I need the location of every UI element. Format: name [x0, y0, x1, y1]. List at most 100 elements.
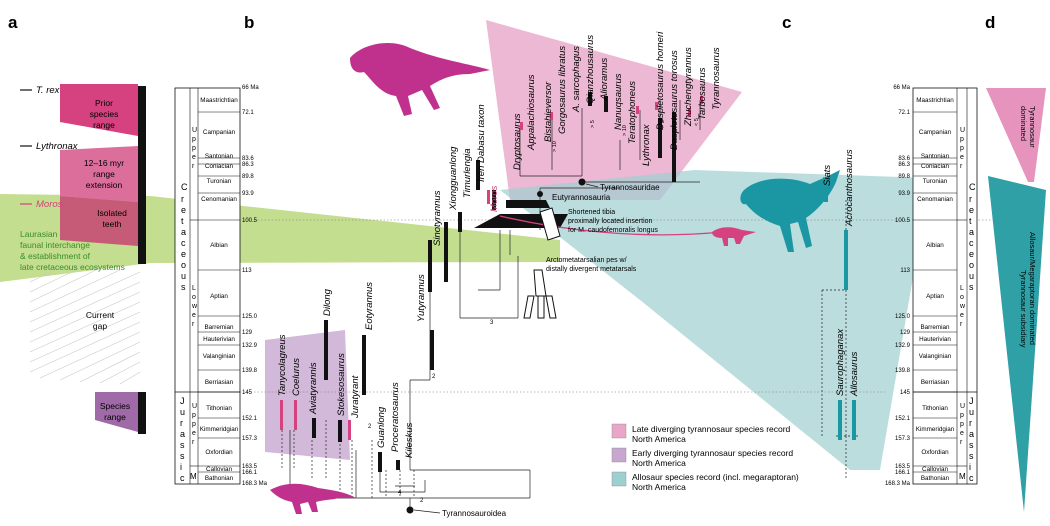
- c-lower-w: w: [959, 303, 966, 310]
- taxon-3: Gorgosaurus libratus: [557, 46, 568, 134]
- period-cret-c: C: [181, 182, 188, 192]
- c-cret-t: t: [969, 216, 972, 226]
- b-stage-aptian: Aptian: [210, 293, 228, 300]
- isolated-line-1: Isolated: [97, 208, 127, 218]
- b-age-6: 113: [242, 268, 252, 274]
- legend-label-0: Late diverging tyrannosaur species recor…: [632, 424, 791, 434]
- c-jupper-e: e: [960, 430, 964, 437]
- taxon-4: A. sarcophagus: [571, 46, 582, 113]
- b-age-8: 129: [242, 330, 253, 336]
- c-age-4: 93.9: [898, 191, 910, 197]
- period-cret-r: r: [181, 194, 184, 204]
- upper-r: r: [192, 163, 195, 170]
- b-stage-barremian: Barremian: [204, 324, 234, 331]
- c-age-3: 89.8: [898, 174, 910, 180]
- panel-label-b: b: [244, 13, 254, 32]
- legend-swatch-2: [611, 471, 627, 487]
- lower-r: r: [192, 321, 195, 328]
- allosaur-silhouette: [740, 170, 840, 252]
- stage-list-b: MaastrichtianCampanianSantonianConiacian…: [198, 97, 258, 482]
- c-jupper-p2: p: [960, 421, 964, 428]
- range-mark-3: > 10: [622, 125, 628, 136]
- magenta-tips: [280, 96, 703, 440]
- taxon-early-4: Stokesosaurus: [336, 353, 347, 416]
- c-stage-maastrichtian: Maastrichtian: [916, 97, 954, 104]
- jupper-r: r: [192, 439, 195, 446]
- taxon-early-9: Kileskus: [404, 422, 415, 458]
- timescale-c: [912, 87, 978, 485]
- b-stage-maastrichtian: Maastrichtian: [200, 97, 238, 104]
- range-extension-box: [60, 146, 138, 202]
- range-marks: > 10 > 5 > 10 > 5 < 5: [552, 118, 700, 152]
- laurasian-line-2: faunal interchange: [20, 240, 90, 250]
- b-stage-oxfordian: Oxfordian: [205, 449, 233, 456]
- period-labels-c: U p p e r C r e t a c e o u s L o w e r …: [959, 127, 976, 483]
- c-lower-e: e: [960, 312, 964, 319]
- taxon-early-8: Proceratosaurus: [390, 382, 401, 452]
- laurasian-line-3: & establishment of: [20, 251, 91, 261]
- legend-label-2: Allosaur species record (incl. megarapto…: [632, 472, 799, 482]
- c-jur-i: i: [969, 462, 971, 472]
- b-stage-callovian: Callovian: [206, 466, 232, 473]
- prior-line-1: Prior: [95, 98, 113, 108]
- c-age-7: 125.0: [895, 314, 911, 320]
- c-jur-u: u: [969, 407, 974, 417]
- c-age-14: 163.5: [895, 464, 911, 470]
- d-allo-2: Tyrannosaur subsidiary: [1019, 270, 1028, 348]
- b-age-7: 125.0: [242, 314, 258, 320]
- jur-u: u: [180, 407, 185, 417]
- c-stage-tithonian: Tithonian: [922, 405, 948, 412]
- taxon-mid-3: Moros: [489, 185, 500, 212]
- late-tyrannosaur-polygon: [486, 20, 742, 200]
- b-age-1: 83.6: [242, 156, 254, 162]
- b-age-10: 139.8: [242, 368, 258, 374]
- node-numbers: 2 3 2 4 2: [368, 320, 494, 504]
- jur-a: a: [180, 429, 185, 439]
- tyrannosauridae-leader: [585, 183, 599, 188]
- b-age-12: 152.1: [242, 416, 258, 422]
- range-mark-5: < 5: [694, 118, 700, 126]
- c-age-1: 83.6: [898, 156, 910, 162]
- upper-u: U: [192, 127, 197, 134]
- c-age-8: 129: [900, 330, 911, 336]
- jur-j: J: [180, 396, 185, 406]
- period-cret-e2: e: [181, 249, 186, 259]
- moros-bar-wedge: [506, 200, 550, 208]
- allosaur-polygon: [500, 170, 930, 470]
- pes-2: distally divergent metatarsals: [546, 266, 637, 273]
- b-age-4: 93.9: [242, 191, 254, 197]
- b-age-2: 86.3: [242, 162, 254, 168]
- species-line-1: Species: [100, 401, 130, 411]
- prior-line-2: species: [90, 109, 119, 119]
- taxon-mid-4: Sinotyrannus: [432, 190, 443, 246]
- node-eutyrannosauria: [537, 191, 543, 197]
- c-upper-p: p: [960, 136, 964, 143]
- tibia-1: Shortened tibia: [568, 209, 615, 216]
- c-stage-coniacian: Coniacian: [921, 163, 950, 170]
- taxon-5: Qianzhousaurus: [585, 35, 596, 104]
- taxon-mid-0: Xiongguanlong: [448, 146, 459, 211]
- ext-line-3: extension: [86, 180, 123, 190]
- jur-i: i: [180, 462, 182, 472]
- taxon-7: Nanuqsaurus: [613, 73, 624, 130]
- c-jur-a: a: [969, 429, 974, 439]
- b-age-9: 132.9: [242, 343, 258, 349]
- b-age-5: 100.5: [242, 218, 258, 224]
- node-num-1: 2: [432, 374, 436, 380]
- jur-r: r: [180, 418, 183, 428]
- bottom-age-b: 168.3 Ma: [242, 481, 268, 487]
- c-age-9: 132.9: [895, 343, 911, 349]
- upper-e: e: [192, 154, 196, 161]
- gap-line-2: gap: [93, 321, 107, 331]
- taxon-allosaurus: Allosaurus: [849, 351, 860, 397]
- c-cret-a: a: [969, 227, 974, 237]
- c-stage-aptian: Aptian: [926, 293, 944, 300]
- tyrannosauroidea-leader: [413, 509, 441, 514]
- taxon-mid-1: Timurlengia: [462, 148, 473, 198]
- b-stage-tithonian: Tithonian: [206, 405, 232, 412]
- c-lower-o: o: [960, 294, 964, 301]
- species-range-box: [95, 392, 138, 432]
- c-stage-callovian: Callovian: [922, 466, 948, 473]
- range-mark-1: > 10: [552, 141, 558, 152]
- taxon-13: Tarbosaurus: [697, 67, 708, 120]
